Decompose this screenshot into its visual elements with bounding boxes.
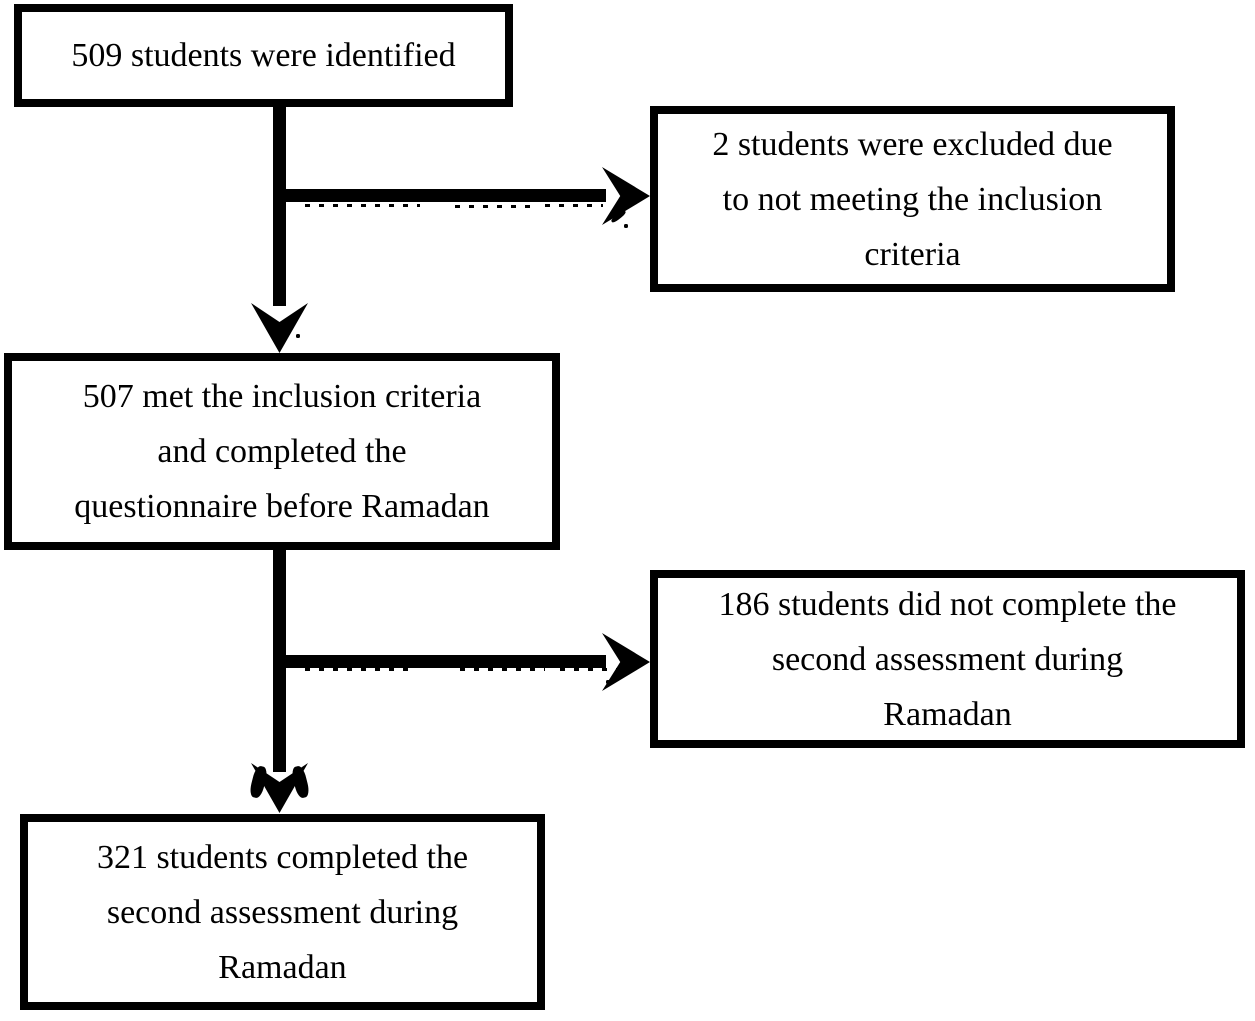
box-text-line: 509 students were identified	[71, 37, 456, 74]
box-text: 2 students were excluded due to not meet…	[712, 117, 1112, 282]
box-text: 321 students completed the second assess…	[97, 830, 468, 995]
scan-artifact	[545, 204, 603, 207]
scan-artifact	[460, 668, 545, 671]
arrow-down-icon	[251, 303, 308, 353]
box-text: 186 students did not complete the second…	[719, 577, 1177, 742]
box-text-line: second assessment during	[106, 893, 459, 931]
scan-artifact	[305, 204, 420, 207]
box-186-not-completed: 186 students did not complete the second…	[650, 570, 1245, 748]
scan-artifact	[305, 668, 415, 671]
box-text-line: criteria	[864, 235, 961, 273]
arrow-509-to-excluded-shaft	[273, 189, 606, 202]
scan-artifact	[296, 334, 300, 338]
box-text-line: 2 students were excluded due	[712, 125, 1113, 163]
box-text-line: Ramadan	[218, 948, 347, 986]
scan-artifact	[455, 205, 535, 208]
box-text: 507 met the inclusion criteria and compl…	[74, 369, 489, 534]
scan-artifact	[624, 224, 628, 228]
box-text: 509 students were identified	[71, 28, 455, 83]
box-509-identified: 509 students were identified	[14, 4, 513, 107]
box-2-excluded: 2 students were excluded due to not meet…	[650, 106, 1175, 292]
box-text-line: 507 met the inclusion criteria	[82, 378, 482, 415]
box-text-line: and completed the	[157, 433, 407, 470]
box-text-line: 321 students completed the	[96, 838, 469, 876]
box-text-line: 186 students did not complete the	[718, 585, 1177, 623]
box-507-met-inclusion: 507 met the inclusion criteria and compl…	[4, 353, 560, 550]
arrow-507-to-186-shaft	[273, 655, 606, 668]
scan-artifact	[606, 680, 610, 684]
scan-artifact	[290, 764, 311, 800]
arrow-509-to-507-stem	[273, 106, 286, 306]
arrow-right-icon	[602, 167, 650, 225]
box-text-line: to not meeting the inclusion	[722, 180, 1103, 218]
scan-artifact	[560, 668, 640, 671]
box-321-completed: 321 students completed the second assess…	[20, 814, 545, 1010]
box-text-line: Ramadan	[883, 695, 1012, 733]
box-text-line: questionnaire before Ramadan	[74, 488, 490, 525]
box-text-line: second assessment during	[771, 640, 1124, 678]
